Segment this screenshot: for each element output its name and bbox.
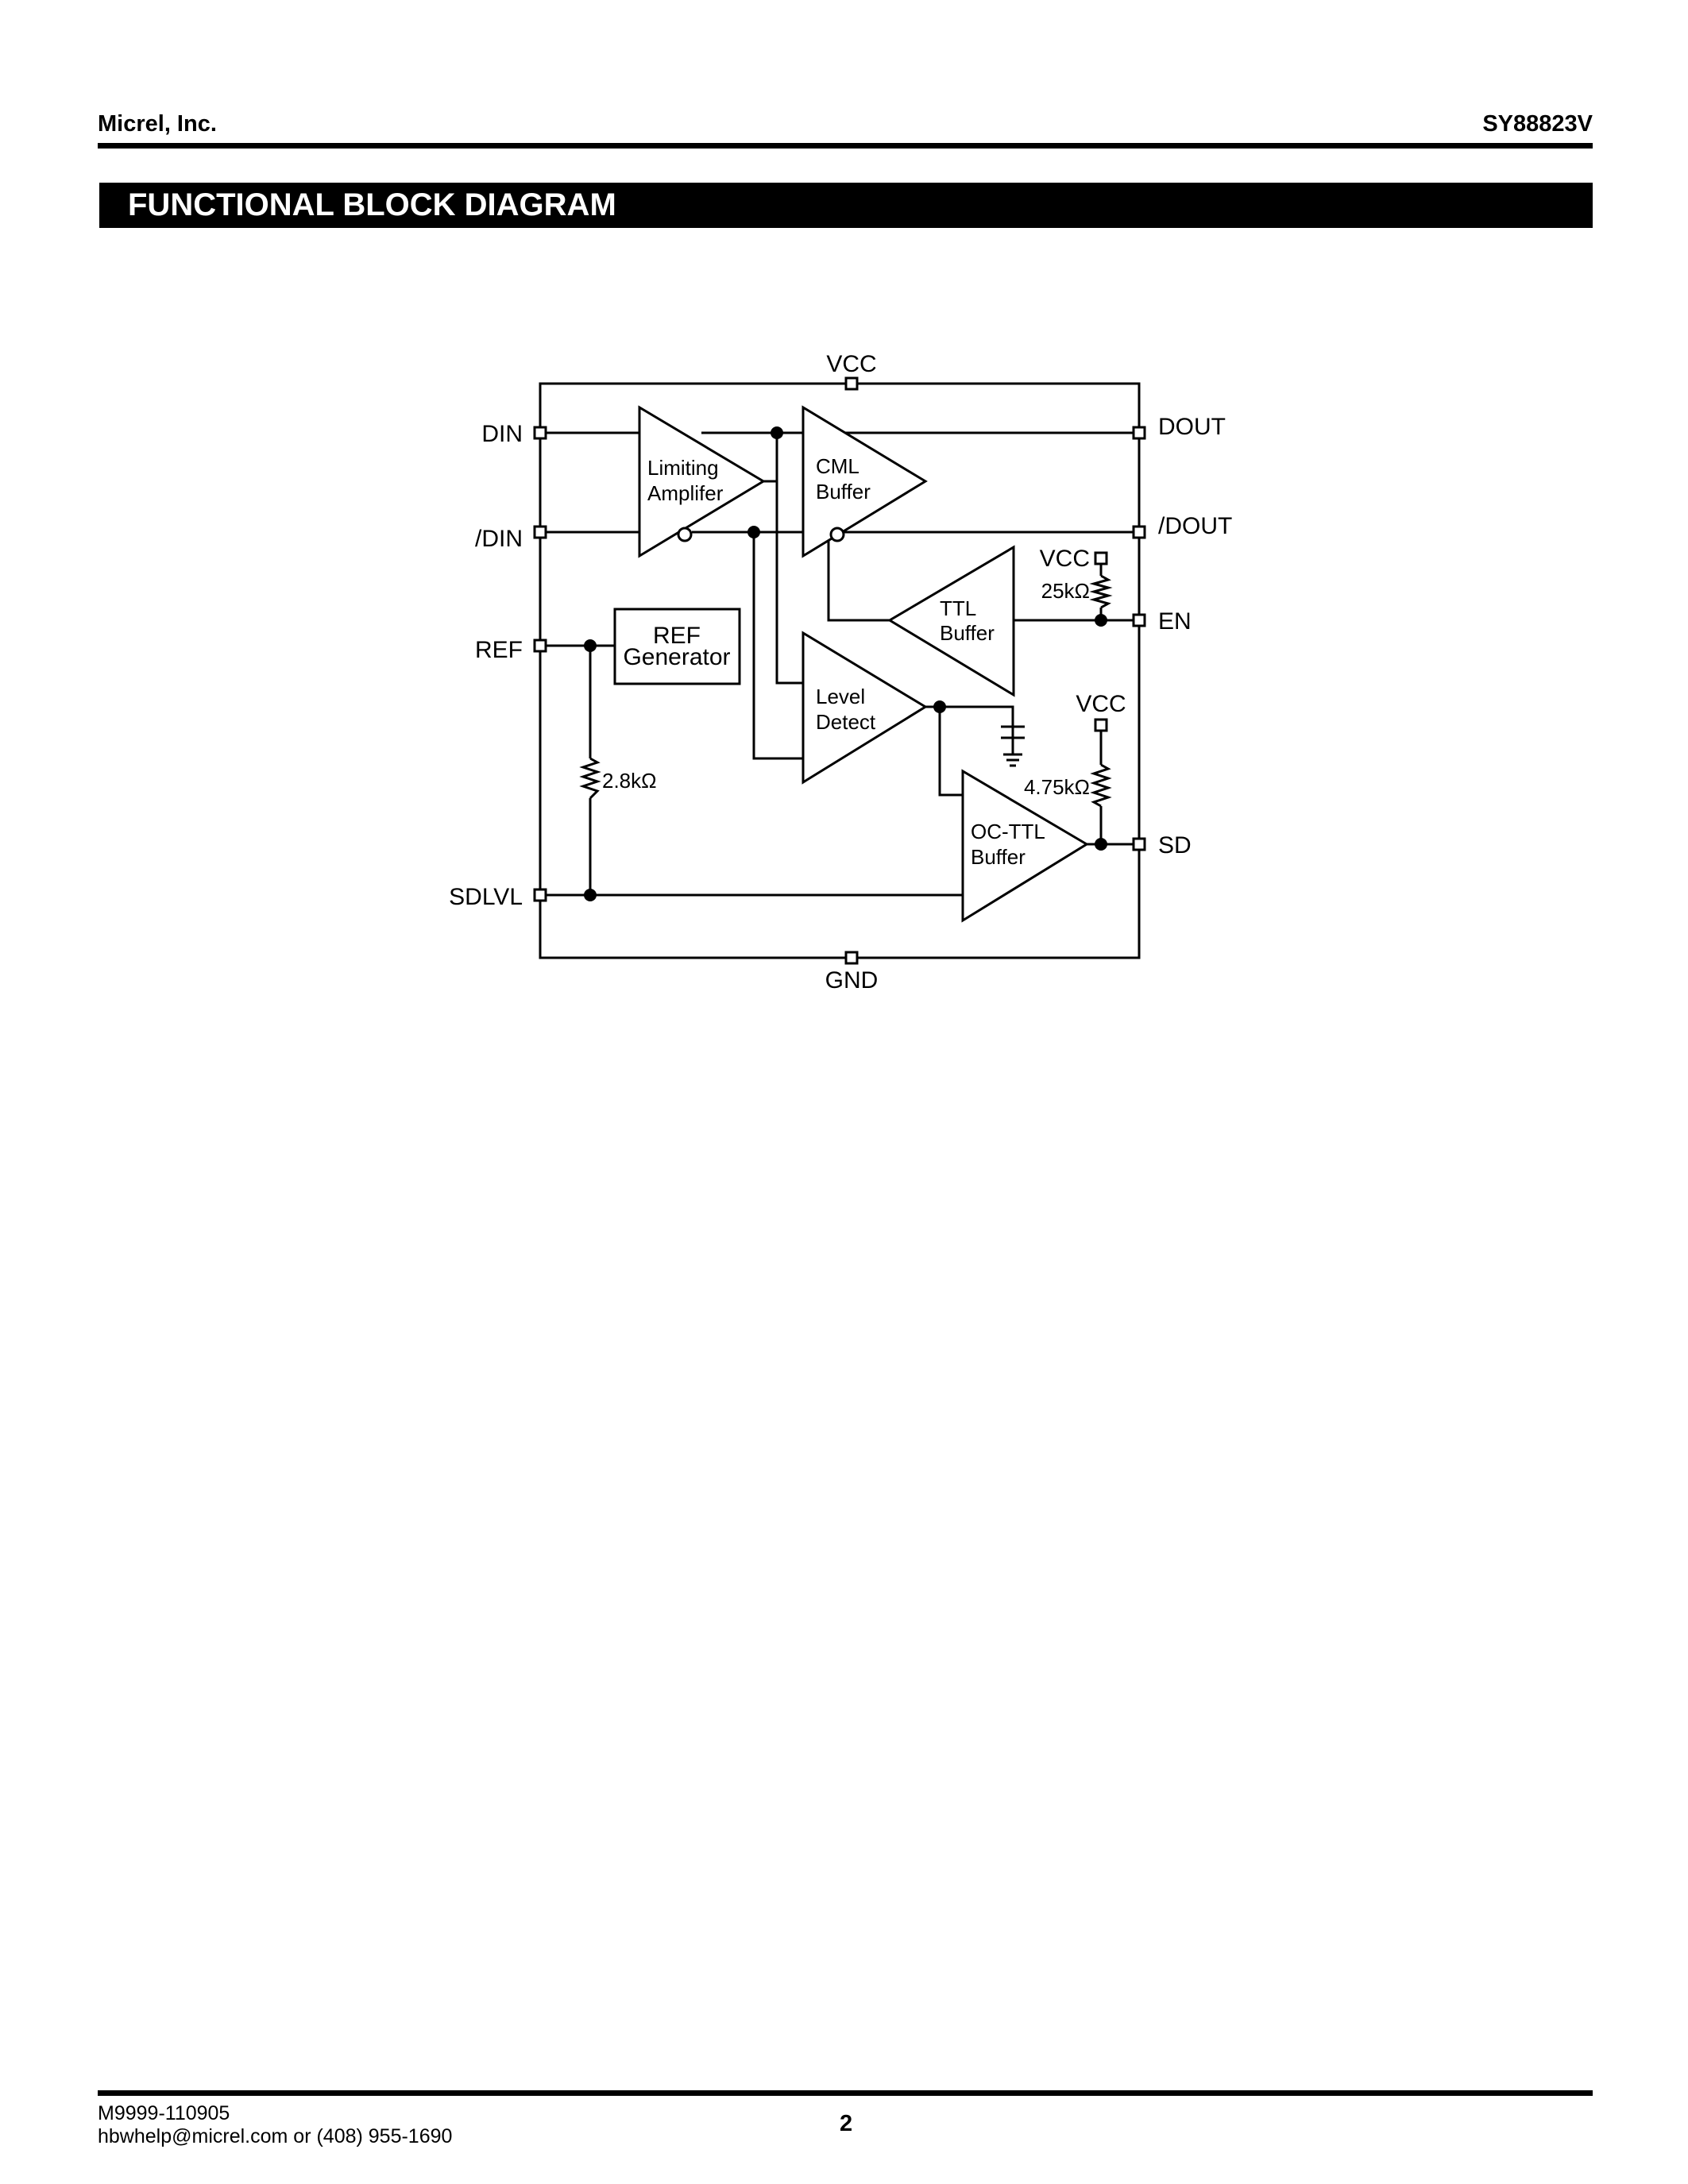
pin-sd [1132,837,1146,851]
resistor-4-75k [1090,763,1112,808]
pin-ref [533,639,547,653]
ref-generator [613,608,741,685]
level-detect-label-2: Detect [816,710,876,734]
oc-ttl-buffer [961,769,1089,923]
ref-generator-label-1: REF [653,623,701,649]
level-detect-label-1: Level [816,685,865,708]
limiting-amplifier [638,405,766,558]
wires [546,431,1134,897]
pin-label-vcc-top: VCC [826,351,876,377]
pin-label-din: DIN [481,421,523,447]
part-number: SY88823V [1482,111,1593,137]
pin-label-gnd: GND [825,967,879,994]
limiting-amp-label-1: Limiting [647,456,719,480]
document-number: M9999-110905 [98,2102,230,2124]
vcc-en-label: VCC [1040,546,1090,572]
ttl-buffer [887,545,1015,697]
resistor-25k [1089,574,1113,609]
limiting-amp-label-2: Amplifer [647,481,724,505]
contact-info: hbwhelp@micrel.com or (408) 955-1690 [98,2125,453,2147]
pin-vcc-sd [1094,718,1108,732]
resistor-2-8k [579,757,601,800]
pin-vcc-top [844,376,859,391]
header-rule [98,143,1593,149]
pin-gnd [844,951,859,965]
pin-label-en: EN [1158,608,1192,635]
pin-vcc-en [1094,551,1108,565]
cml-buffer [802,405,928,558]
resistor-4-75k-label: 4.75kΩ [1024,775,1090,799]
section-title: FUNCTIONAL BLOCK DIAGRAM [99,183,1593,228]
ref-generator-label-2: Generator [623,644,730,670]
junction-dots [584,426,1107,901]
pin-label-dout-bar: /DOUT [1158,513,1232,539]
ttl-buffer-label-1: TTL [940,596,976,620]
pin-label-ref: REF [475,637,523,663]
pin-sdlvl [533,888,547,902]
page-number: 2 [840,2111,853,2136]
cml-buffer-label-1: CML [816,454,859,478]
inverter-bubble [829,527,845,542]
pin-label-dout: DOUT [1158,414,1226,440]
pin-en [1132,613,1146,627]
inverter-bubble [677,527,693,542]
pin-dout [1132,426,1146,440]
company-name: Micrel, Inc. [98,111,217,137]
package-outline [539,382,1141,959]
vcc-sd-label: VCC [1076,691,1126,717]
pin-label-din-bar: /DIN [475,526,523,552]
oc-ttl-buffer-label-2: Buffer [971,845,1026,869]
resistor-2-8k-label: 2.8kΩ [602,769,657,793]
cml-buffer-label-2: Buffer [816,480,871,504]
pin-din [533,426,547,440]
pin-din-bar [533,525,547,539]
oc-ttl-buffer-label-1: OC-TTL [971,820,1045,843]
resistor-25k-label: 25kΩ [1041,579,1090,603]
pin-label-sd: SD [1158,832,1192,859]
pin-label-sdlvl: SDLVL [449,884,523,910]
level-detect [802,631,928,785]
footer-rule [98,2090,1593,2096]
ttl-buffer-label-2: Buffer [940,621,995,645]
pin-dout-bar [1132,525,1146,539]
